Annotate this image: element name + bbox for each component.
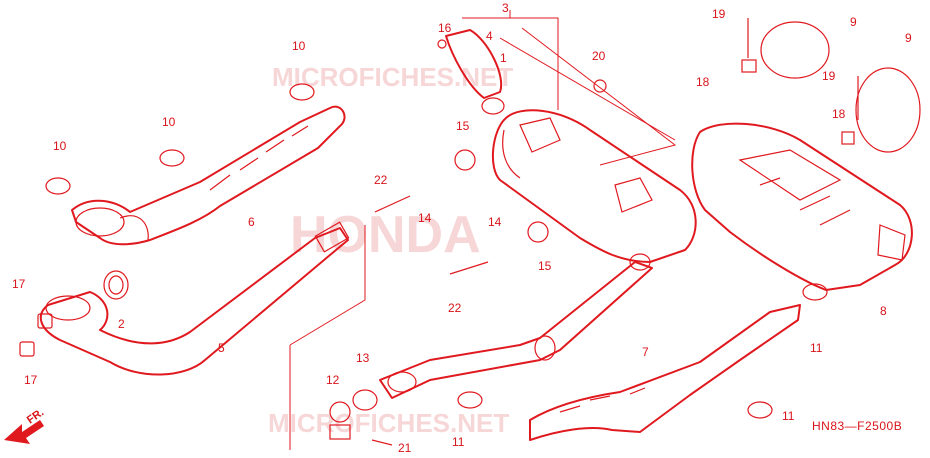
callout-19a: 19	[712, 7, 726, 21]
joint-12-13	[329, 389, 378, 440]
callout-22a: 22	[374, 173, 388, 187]
callout-7: 7	[642, 345, 649, 359]
part-6-front-pipe-upper	[71, 105, 346, 246]
callout-14b: 14	[488, 215, 502, 229]
callout-10c: 10	[53, 139, 67, 153]
part-5-front-pipe-lower	[39, 221, 350, 376]
diagram-code: HN83—F2500B	[812, 419, 902, 433]
callout-19b: 19	[822, 69, 836, 83]
mount-rubbers-15	[454, 79, 607, 243]
watermark-bottom: MICROFICHES.NET	[268, 408, 509, 438]
part-7-exhaust-pipe-right	[457, 304, 801, 441]
callout-10b: 10	[162, 115, 176, 129]
bolts	[371, 18, 859, 446]
callout-10a: 10	[292, 39, 306, 53]
callout-4: 4	[486, 29, 493, 43]
callout-2: 2	[118, 317, 125, 331]
callout-21: 21	[398, 441, 412, 455]
callout-12: 12	[326, 373, 340, 387]
callout-3: 3	[502, 1, 509, 15]
callout-8: 8	[880, 304, 887, 318]
part-3-muffler-center	[491, 109, 697, 263]
callout-20: 20	[592, 49, 606, 63]
callout-15a: 15	[456, 119, 470, 133]
callout-labels: 1 2 3 4 5 6 7 8 9 9 10 10 10 11 11 11 11…	[12, 1, 912, 455]
callout-11b: 11	[810, 341, 823, 355]
callout-17a: 17	[12, 277, 26, 291]
callout-1: 1	[500, 51, 507, 65]
callout-6: 6	[248, 215, 255, 229]
callout-18a: 18	[696, 75, 710, 89]
callout-16: 16	[438, 21, 452, 35]
part-1-tailpipe	[437, 29, 505, 115]
callout-22b: 22	[448, 301, 462, 315]
watermark-top: MICROFICHES.NET	[272, 62, 513, 92]
callout-14a: 14	[418, 211, 432, 225]
front-direction-arrow: FR.	[4, 406, 46, 444]
callout-9b: 9	[905, 31, 912, 45]
bands-9	[741, 21, 921, 153]
part-5-rear-connecting-pipe	[379, 253, 653, 399]
front-label: FR.	[25, 406, 46, 426]
bracket-3	[462, 17, 559, 110]
callout-13: 13	[356, 351, 370, 365]
clamps-10	[45, 83, 315, 195]
nuts-17	[19, 313, 53, 357]
callout-15b: 15	[538, 259, 552, 273]
callout-11a: 11	[452, 435, 465, 449]
callout-5: 5	[218, 341, 225, 355]
callout-18b: 18	[832, 107, 846, 121]
callout-9a: 9	[850, 15, 857, 29]
callout-17b: 17	[24, 373, 38, 387]
callout-11c: 11	[782, 409, 795, 423]
part-8-muffler-right	[691, 122, 913, 301]
